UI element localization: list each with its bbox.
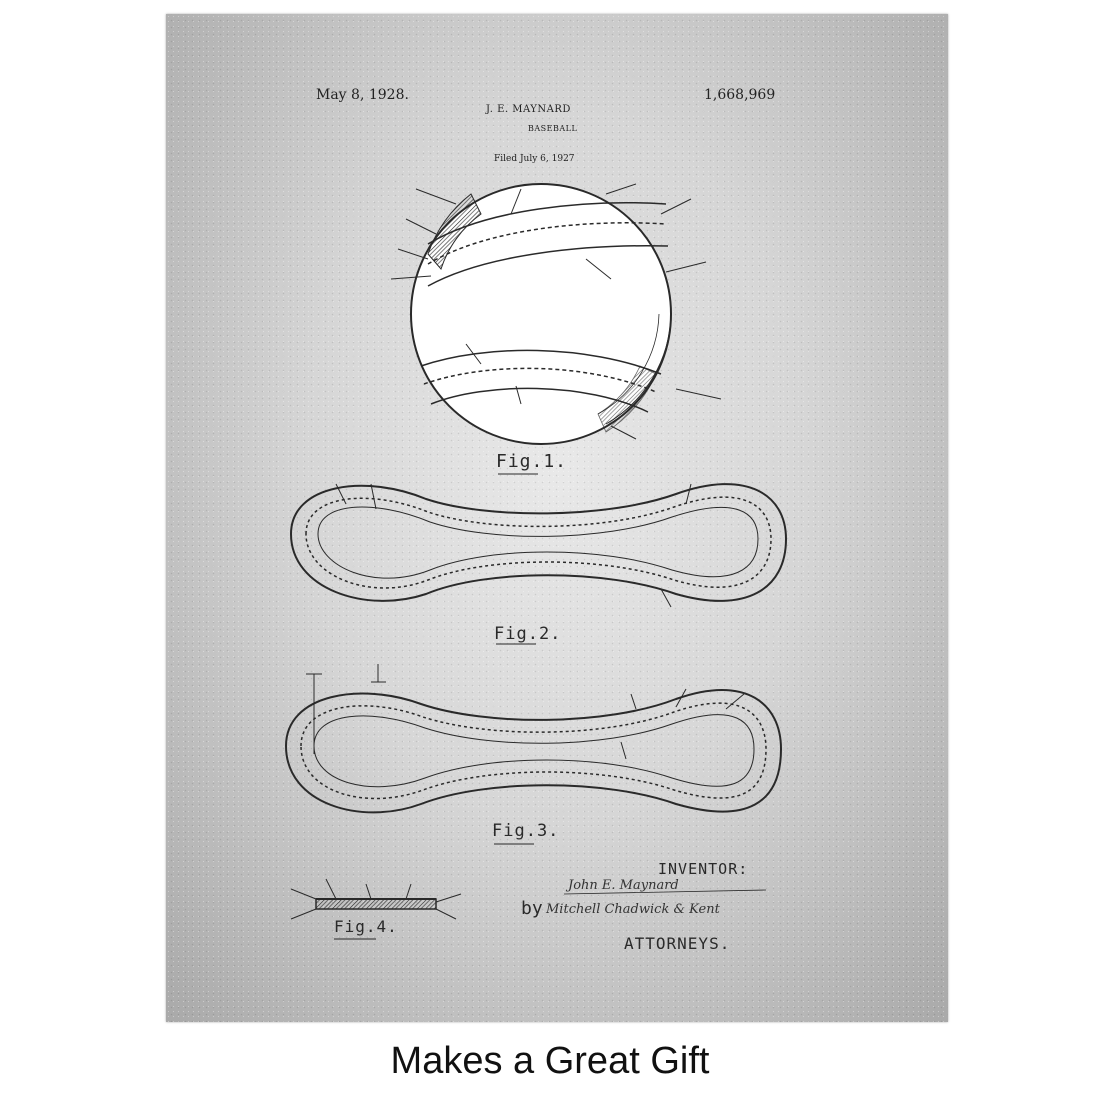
fig3-label: Fig.3.	[492, 821, 560, 841]
patent-poster: May 8, 1928. 1,668,969 J. E. MAYNARD BAS…	[166, 14, 948, 1022]
by-label: by	[521, 898, 543, 919]
patent-date: May 8, 1928.	[316, 87, 409, 103]
attorneys-label: ATTORNEYS.	[624, 934, 731, 953]
patent-filed-date: Filed July 6, 1927	[494, 154, 575, 164]
fig4-cross-section-drawing	[290, 878, 462, 940]
signature-lines	[563, 889, 767, 895]
fig1-baseball-drawing	[390, 183, 722, 475]
patent-inventor-name: J. E. MAYNARD	[486, 104, 571, 115]
fig2-label: Fig.2.	[494, 624, 562, 644]
fig3-cover-piece-drawing	[284, 664, 783, 845]
attorney-signature: Mitchell Chadwick & Kent	[546, 902, 720, 917]
patent-number: 1,668,969	[704, 87, 776, 103]
inventor-signature: John E. Maynard	[568, 878, 679, 893]
patent-subject: BASEBALL	[528, 124, 578, 133]
fig4-label: Fig.4.	[334, 917, 398, 936]
inventor-label: INVENTOR:	[658, 860, 749, 878]
patent-drawing	[284, 183, 788, 940]
fig1-label: Fig.1.	[496, 451, 568, 472]
fig2-cover-piece-drawing	[289, 483, 788, 645]
product-caption: Makes a Great Gift	[390, 1040, 710, 1082]
